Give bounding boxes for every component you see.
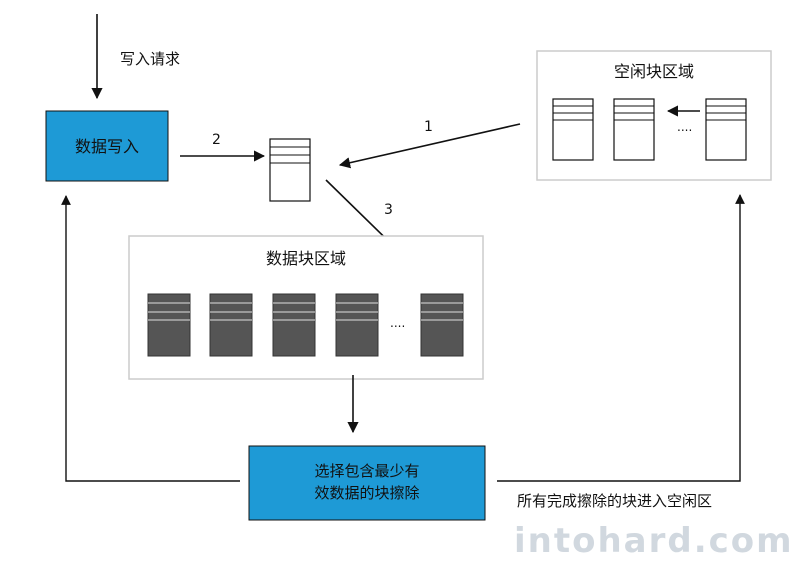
gc-to-write-arrow [61,195,240,482]
gc-label-line2: 效数据的块擦除 [314,484,419,502]
data-write-label: 数据写入 [75,137,139,156]
data-region-ellipsis: .... [390,316,405,330]
step2-label: 2 [212,132,221,148]
step3-label: 3 [384,202,393,218]
gc-select-erase-box [248,445,486,521]
erased-to-free-arrow [497,194,745,482]
gc-label-line1: 选择包含最少有 [314,462,419,480]
data-region-title: 数据块区域 [266,249,346,268]
data-write-box [45,110,169,182]
write-request-label: 写入请求 [120,50,180,68]
step1-label: 1 [424,119,433,135]
data-block-3 [272,293,316,357]
free-region-title: 空闲块区域 [614,62,694,81]
data-block-5 [420,293,464,357]
data-block-1 [147,293,191,357]
watermark-text: intohard.com [514,521,794,561]
step1-arrow [338,123,521,169]
free-block-3 [705,98,747,161]
data-block-2 [209,293,253,357]
data-block-4 [335,293,379,357]
erased-to-free-label: 所有完成擦除的块进入空闲区 [517,492,712,510]
free-region-ellipsis: .... [677,120,692,134]
free-block-2 [613,98,655,161]
current-write-block [269,138,311,202]
free-block-1 [552,98,594,161]
